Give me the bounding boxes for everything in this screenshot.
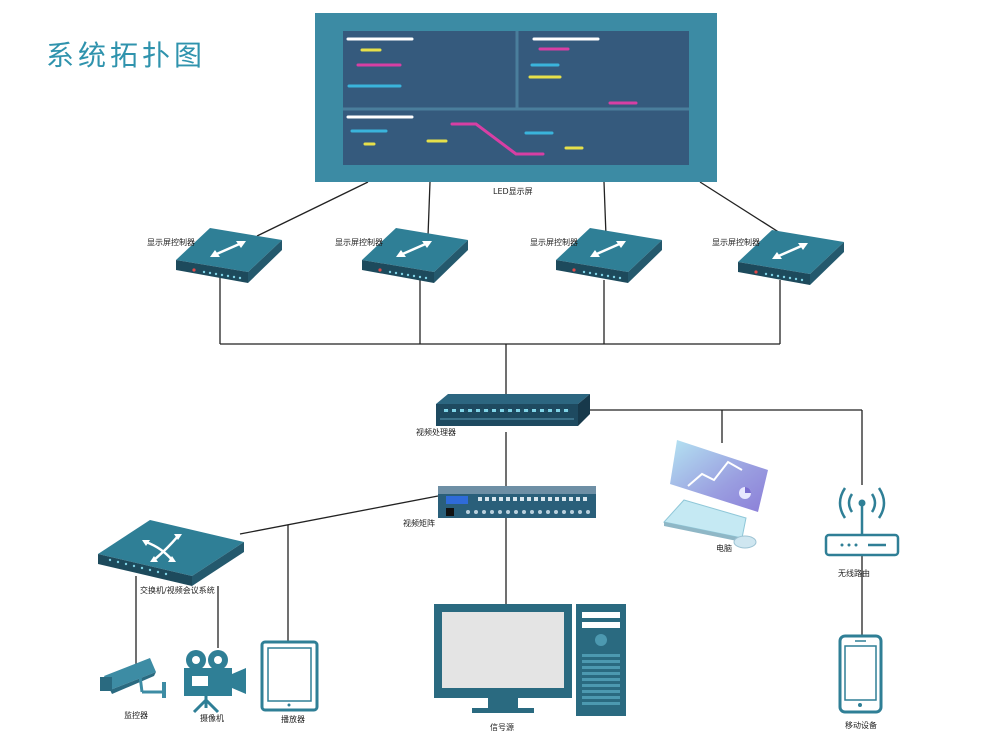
screen-controller-1-label: 显示屏控制器 (147, 238, 195, 247)
video-camera-label: 摄像机 (200, 714, 224, 723)
computer-label: 电脑 (716, 544, 732, 553)
surveillance-camera-icon (100, 658, 166, 698)
screen-controller-3 (556, 228, 662, 283)
video-matrix-label: 视频矩阵 (403, 519, 435, 528)
led-screen-label: LED显示屏 (493, 187, 533, 196)
led-screen (315, 13, 717, 182)
video-processor (436, 394, 590, 426)
camera-label: 监控器 (124, 711, 148, 720)
screen-controller-4 (738, 230, 844, 285)
page-title: 系统拓扑图 (46, 39, 207, 72)
video-processor-label: 视频处理器 (416, 428, 456, 437)
screen-controller-2 (362, 228, 468, 283)
screen-controller-1 (176, 228, 282, 283)
screen-controller-2-label: 显示屏控制器 (335, 238, 383, 247)
video-matrix (438, 486, 596, 518)
screen-controller-3-label: 显示屏控制器 (530, 238, 578, 247)
mobile-phone-icon (838, 634, 883, 714)
video-camera-icon (184, 650, 246, 714)
router-icon (824, 487, 900, 557)
mobile-label: 移动设备 (845, 721, 877, 730)
monitor-icon (434, 604, 572, 713)
router-label: 无线路由 (838, 569, 870, 578)
signal-source-label: 信号源 (490, 723, 514, 732)
tablet-icon (260, 640, 319, 712)
tablet-label: 播放器 (281, 715, 305, 724)
switch-system (98, 520, 244, 586)
pc-tower-icon (576, 604, 626, 716)
screen-controller-4-label: 显示屏控制器 (712, 238, 760, 247)
switch-system-label: 交换机/视频会议系统 (140, 586, 215, 595)
computer-icon (663, 440, 768, 549)
connection-lines (135, 181, 863, 666)
